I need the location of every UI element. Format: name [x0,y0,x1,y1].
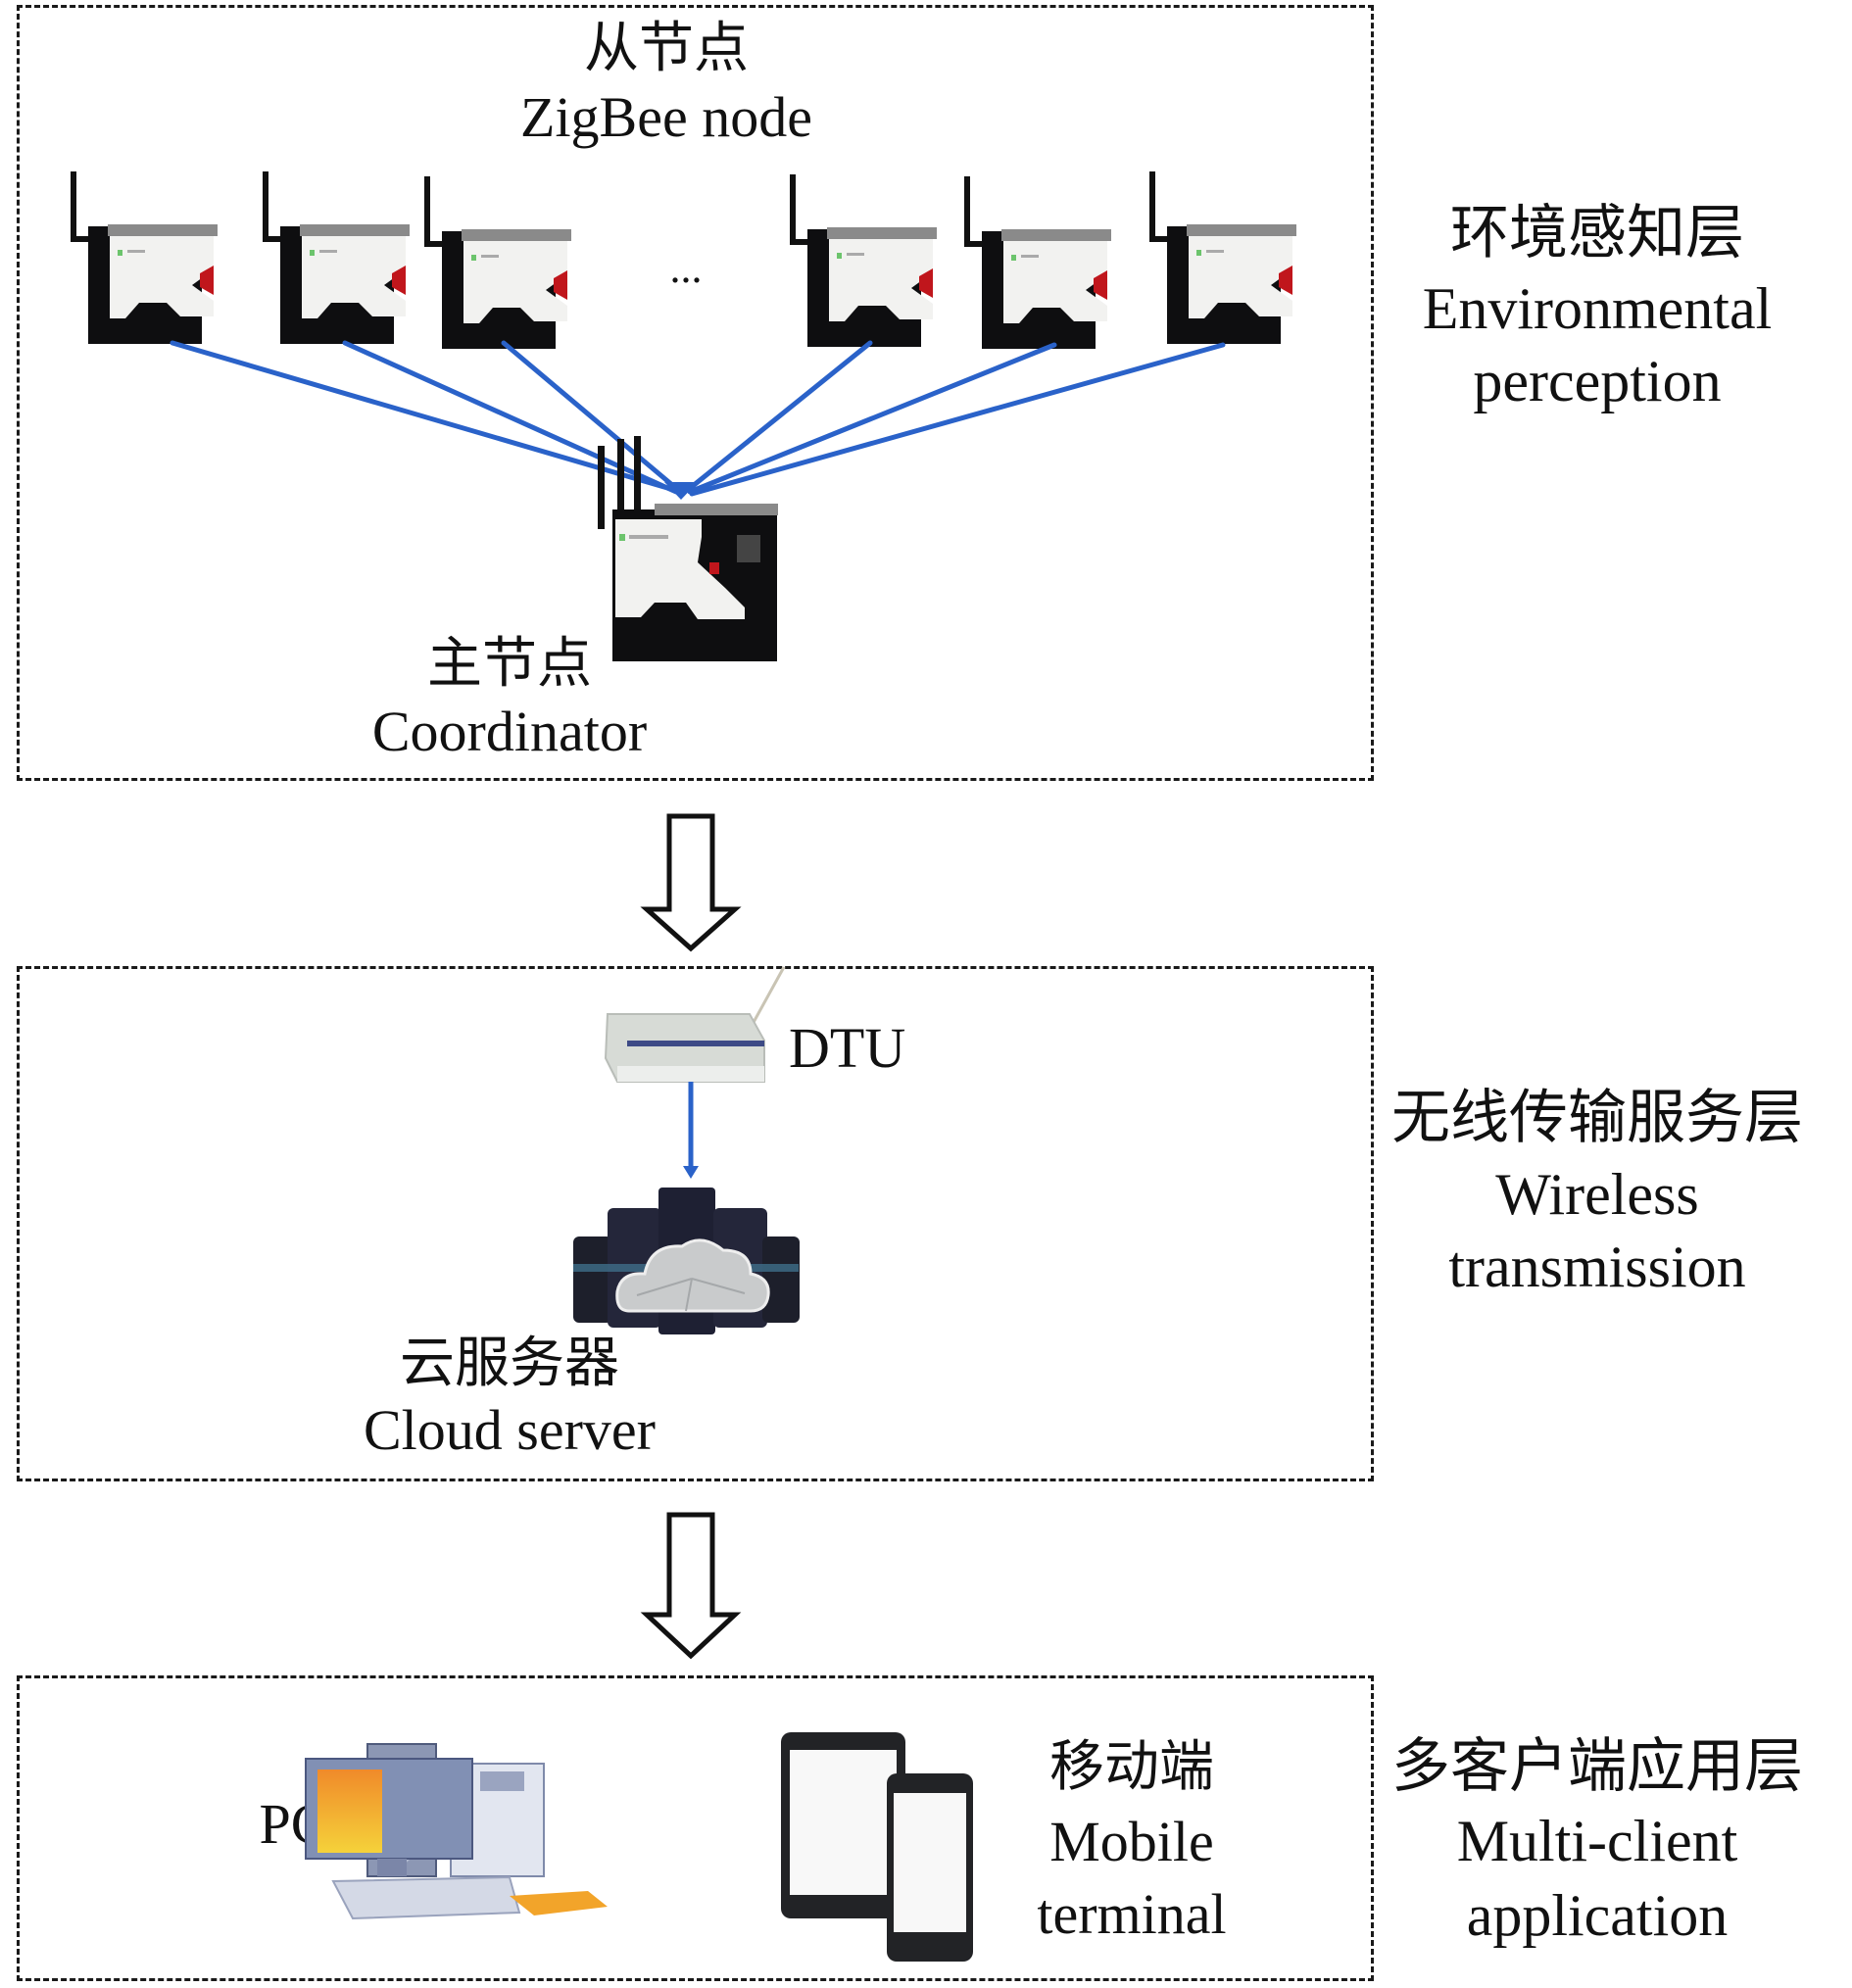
down-arrow-icon-1 [640,813,742,952]
down-arrow-icon-2 [640,1512,742,1660]
coordinator-icon [598,436,778,661]
link-line-6 [689,342,1226,497]
coordinator-arrowhead [664,482,698,500]
perception-layer-title-en-2: perception [1473,349,1722,413]
coordinator-label-cn: 主节点 [427,634,592,695]
zigbee-node-label-cn: 从节点 [584,19,749,79]
wireless-layer-title-en-1: Wireless [1495,1162,1699,1227]
zigbee-node-icon-6 [1149,171,1296,344]
zigbee-node-icon-2 [263,171,410,344]
perception-layer-title-cn: 环境感知层 [1450,201,1744,266]
application-layer-title-cn: 多客户端应用层 [1391,1734,1803,1799]
zigbee-node-icon-3 [424,176,571,349]
mobile-label-en-1: Mobile [1049,1810,1214,1873]
application-layer-title-en-2: application [1466,1883,1729,1948]
wireless-layer-title-cn: 无线传输服务层 [1391,1086,1803,1150]
ellipsis-more-nodes: ... [669,244,703,292]
mobile-devices-icon [781,1732,973,1962]
application-layer-box [17,1675,1374,1981]
cloud-server-icon [573,1188,800,1334]
mobile-label-en-2: terminal [1037,1882,1227,1946]
cloud-server-label-cn: 云服务器 [400,1333,619,1394]
zigbee-node-icon-4 [790,174,937,347]
dtu-cloud-arrowhead [683,1166,699,1179]
mobile-label-cn: 移动端 [1049,1737,1214,1798]
zigbee-node-label-en: ZigBee node [520,85,812,149]
application-layer-title-en-1: Multi-client [1456,1809,1738,1873]
zigbee-node-icons [71,171,1296,349]
coordinator-label-en: Coordinator [371,700,648,763]
link-line-1 [170,340,677,493]
wireless-layer-box [17,966,1374,1481]
zigbee-node-icon-5 [964,176,1111,349]
link-line-4 [685,340,873,493]
zigbee-node-icon-1 [71,171,218,344]
dtu-label: DTU [789,1016,906,1080]
wireless-layer-title-en-2: transmission [1448,1235,1746,1299]
pc-computer-icon [305,1743,608,1920]
dtu-device-icon [604,966,786,1083]
link-line-2 [342,340,679,495]
link-line-3 [501,340,681,493]
zigbee-link-lines [170,340,1226,497]
perception-layer-box [17,5,1374,781]
cloud-server-label-en: Cloud server [364,1398,656,1462]
perception-layer-title-en-1: Environmental [1422,276,1773,341]
link-line-5 [687,342,1057,495]
